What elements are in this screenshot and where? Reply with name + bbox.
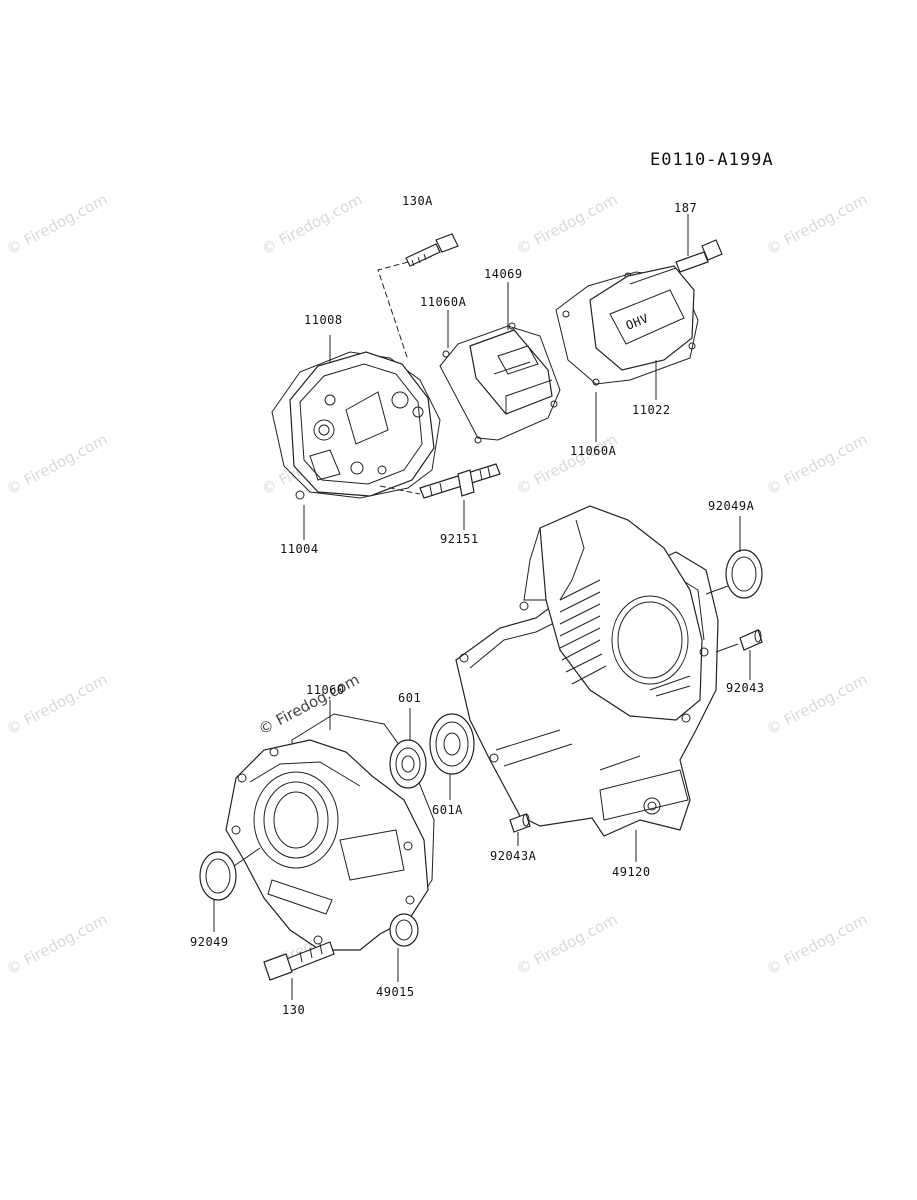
- label-601: 601: [398, 691, 421, 705]
- bolt-130A-drawing: [405, 233, 459, 267]
- label-92043: 92043: [726, 681, 765, 695]
- bearing-601-drawing: [389, 739, 427, 789]
- pin-92043A-drawing: [509, 813, 531, 833]
- gasket-11060A-left-drawing: [439, 325, 561, 441]
- part-labels: 130A 187 14069 11060A 11008 11022 11060A…: [190, 194, 765, 1017]
- watermark-dark: © Firedog.com: [255, 670, 362, 738]
- label-92151: 92151: [440, 532, 479, 546]
- watermark: © Firedog.com: [763, 670, 870, 738]
- cover-14069-drawing: [469, 329, 553, 415]
- label-11060A-top: 11060A: [420, 295, 467, 309]
- label-14069: 14069: [484, 267, 523, 281]
- watermark: © Firedog.com: [3, 910, 110, 978]
- watermark: © Firedog.com: [763, 430, 870, 498]
- label-11022: 11022: [632, 403, 671, 417]
- label-11004: 11004: [280, 542, 319, 556]
- watermark: © Firedog.com: [3, 190, 110, 258]
- stud-92151-drawing: [419, 463, 501, 499]
- label-49015: 49015: [376, 985, 415, 999]
- watermark: © Firedog.com: [3, 670, 110, 738]
- watermark: © Firedog.com: [258, 190, 365, 258]
- cover-11022-drawing: OHV: [589, 265, 695, 371]
- gasket-11060A-right-drawing: [555, 271, 699, 385]
- gasket-11008-drawing: [271, 351, 441, 499]
- watermark: © Firedog.com: [763, 910, 870, 978]
- label-130A: 130A: [402, 194, 433, 208]
- watermark: © Firedog.com: [763, 190, 870, 258]
- label-49120: 49120: [612, 865, 651, 879]
- crankcase-cover-group: [199, 700, 475, 1000]
- label-92043A: 92043A: [490, 849, 537, 863]
- bolt-130-drawing: [263, 941, 335, 981]
- label-92049A: 92049A: [708, 499, 755, 513]
- pin-92043-drawing: [739, 629, 763, 651]
- watermark: © Firedog.com: [513, 430, 620, 498]
- watermark: © Firedog.com: [3, 430, 110, 498]
- bolt-130A-guide: [377, 261, 409, 361]
- watermark: © Firedog.com: [513, 190, 620, 258]
- diagram-code: E0110-A199A: [650, 150, 774, 170]
- label-130: 130: [282, 1003, 305, 1017]
- label-11008: 11008: [304, 313, 343, 327]
- crankcase-group: [455, 505, 763, 862]
- head-11004-drawing: [289, 351, 435, 500]
- crankcase-49120-drawing: [455, 505, 719, 837]
- bolt-187-drawing: [675, 239, 723, 273]
- bearing-601A-drawing: [429, 713, 475, 775]
- label-601A: 601A: [432, 803, 463, 817]
- label-92049: 92049: [190, 935, 229, 949]
- cylinder-head-group: OHV: [271, 214, 723, 540]
- label-11060: 11060: [306, 683, 345, 697]
- seal-92049A-drawing: [725, 549, 763, 599]
- seal-92049-drawing: [199, 851, 237, 901]
- label-11060A-bottom: 11060A: [570, 444, 617, 458]
- watermark: © Firedog.com: [513, 910, 620, 978]
- label-187: 187: [674, 201, 697, 215]
- cover-49015-drawing: [225, 739, 429, 951]
